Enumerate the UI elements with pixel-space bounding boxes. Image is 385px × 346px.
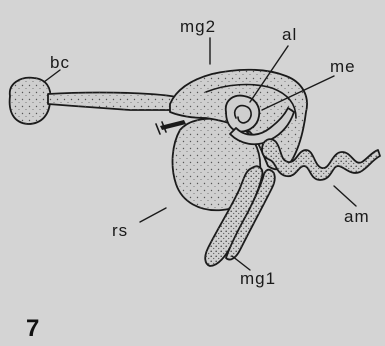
label-rs: rs [112, 221, 128, 240]
bursa-duct-stipple [48, 93, 180, 111]
label-bc: bc [50, 53, 70, 72]
label-mg1: mg1 [240, 269, 276, 288]
label-me: me [330, 57, 356, 76]
leader-rs [140, 208, 166, 222]
albumen-gland [226, 96, 259, 132]
label-am: am [344, 207, 370, 226]
bursa-copulatrix-stipple [10, 78, 51, 124]
leader-am [334, 186, 356, 206]
leader-mg1 [232, 256, 250, 270]
label-al: al [282, 25, 297, 44]
figure-number: 7 [26, 315, 39, 342]
label-mg2: mg2 [180, 17, 216, 36]
